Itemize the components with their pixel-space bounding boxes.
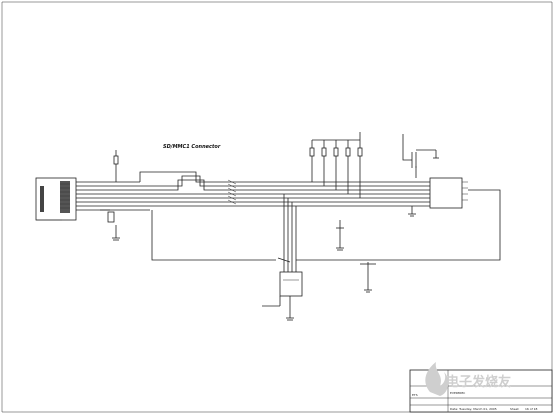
title-block-sheet-no: 16 of 18 — [525, 407, 538, 411]
supply-capacitor — [402, 134, 439, 178]
middle-capacitor — [336, 220, 344, 229]
title-block-sheet: Sheet — [510, 407, 519, 411]
series-resistors — [227, 179, 237, 205]
diagram-title: SD/MMC1 Connector — [163, 144, 221, 150]
title-block-code: EVERMMC — [450, 391, 465, 395]
vertical-bus — [283, 194, 297, 272]
bottom-ic — [279, 271, 303, 297]
ground-symbols — [112, 206, 416, 321]
sd-connector-block — [35, 177, 77, 221]
right-ic — [429, 177, 468, 209]
title-block-date: Date: Tuesday, March 01, 2005 — [450, 407, 497, 411]
signal-bus — [76, 171, 430, 211]
watermark: 电子发烧友 — [425, 362, 511, 396]
flame-logo-icon — [425, 362, 449, 396]
title-block-prefix: ETS — [412, 393, 418, 397]
pull-up-resistors — [309, 132, 363, 198]
watermark-text: 电子发烧友 — [446, 374, 511, 390]
bottom-left-feed — [262, 296, 281, 307]
left-bottom-component — [100, 209, 115, 223]
left-pullup — [113, 150, 119, 182]
